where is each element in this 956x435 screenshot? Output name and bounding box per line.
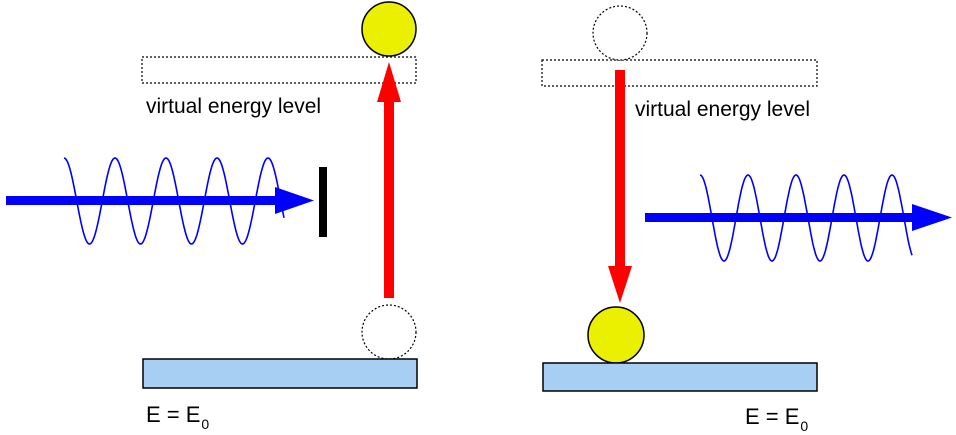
right-photon-arrow-shaft [645, 213, 915, 222]
right-virtual-vacancy [592, 5, 648, 61]
right-virtual-level-label: virtual energy level [635, 98, 810, 121]
right-ground-energy-label: E = E0 [745, 404, 808, 434]
right-relaxation-arrow [608, 70, 632, 303]
left-ground-energy-label: E = E0 [146, 402, 209, 432]
left-panel: virtual energy level E = E0 [6, 1, 418, 432]
left-excitation-arrow [377, 62, 401, 298]
left-photon-arrow-head [275, 187, 314, 214]
left-ground-level-bar [142, 358, 418, 389]
left-excited-particle [361, 1, 417, 57]
right-ground-level-bar [542, 362, 818, 392]
left-ground-vacancy [361, 304, 417, 360]
right-panel: virtual energy level E = E0 [541, 5, 952, 434]
left-photon-wave [63, 157, 285, 245]
left-ground-energy-subscript: 0 [201, 416, 209, 432]
right-ground-energy-subscript: 0 [800, 418, 808, 434]
right-ground-energy-main: E = E [745, 404, 799, 429]
left-photon-stop-bar [319, 167, 327, 237]
right-ground-particle [587, 306, 645, 364]
right-outgoing-photon [645, 174, 952, 262]
right-photon-arrow-head [912, 204, 952, 231]
left-ground-energy-main: E = E [146, 402, 200, 427]
right-virtual-level-box [541, 59, 818, 87]
left-virtual-level-label: virtual energy level [146, 95, 321, 118]
right-photon-wave [699, 174, 913, 262]
left-photon-arrow-shaft [6, 196, 278, 205]
left-incoming-photon [6, 157, 327, 245]
left-virtual-level-box [141, 56, 417, 84]
